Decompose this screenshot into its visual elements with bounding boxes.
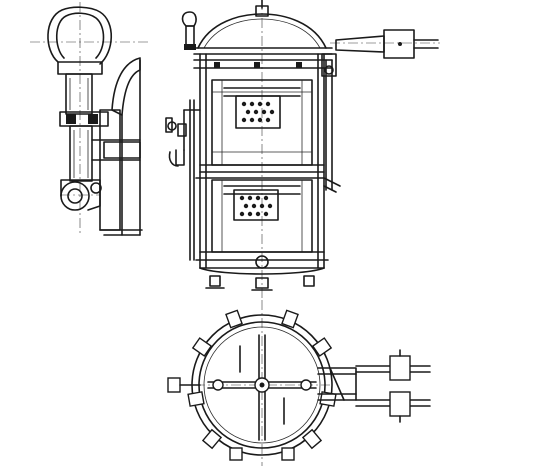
perforated-plate-upper [235,95,281,129]
lid-lifting-detail [30,2,150,236]
perforated-plate-lower [233,189,279,221]
left-knob [167,377,201,393]
hinge-arms [317,349,431,423]
hinge-pin [60,179,102,211]
vessel-wall-section [99,57,141,236]
vessel-elevation [165,0,440,300]
side-gauge [165,99,201,261]
right-handle-assembly [321,29,439,193]
rim-clamps [187,309,337,461]
bolt-assembly [59,111,141,182]
lifting-eye [47,6,112,115]
vessel-plan [167,300,431,466]
